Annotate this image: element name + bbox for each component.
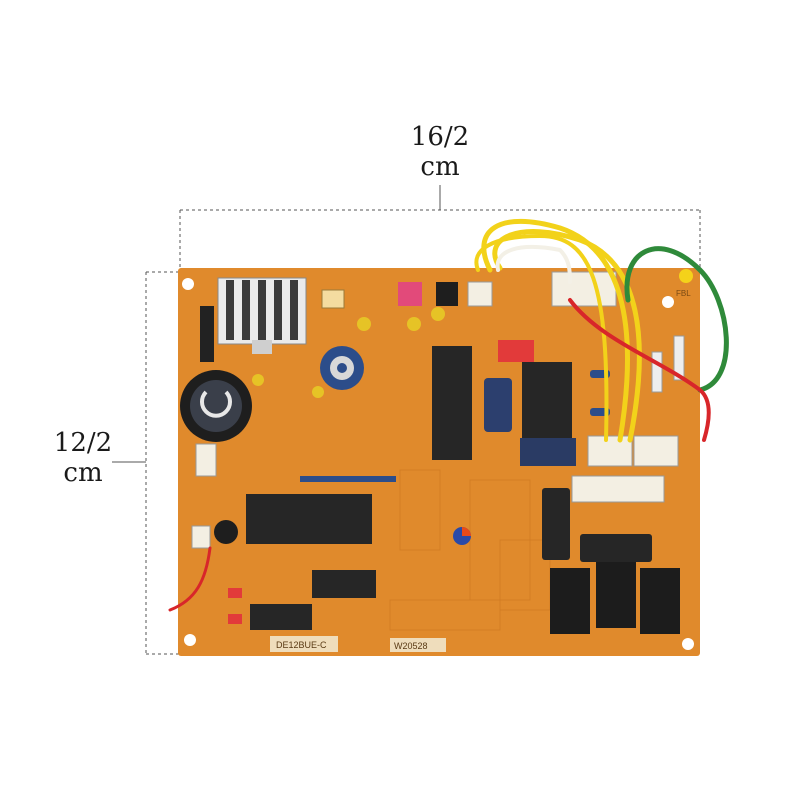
fuse: [673, 335, 685, 381]
small-capacitor: [214, 520, 238, 544]
height-dimension-line: [145, 271, 180, 655]
connector-black: [436, 282, 458, 306]
width-value: 16/2: [410, 122, 470, 152]
heat-sink: [217, 277, 307, 354]
connector-red: [498, 340, 534, 362]
width-dimension-label: 16/2 cm: [380, 122, 500, 182]
yellow-capacitor: [431, 307, 445, 321]
silk-label-box-left: [270, 636, 338, 652]
logo-icon: [453, 527, 471, 545]
mounting-hole: [682, 638, 694, 650]
relay: [640, 568, 680, 634]
connector-white-small: [467, 281, 493, 307]
height-value: 12/2: [53, 428, 113, 458]
relay: [596, 562, 636, 628]
height-unit: cm: [63, 458, 103, 488]
connector-white-bottom-left: [191, 525, 211, 549]
black-component-2: [580, 534, 652, 562]
silk-label-box-right: [390, 638, 446, 652]
voltage-regulator: [200, 306, 214, 362]
mounting-hole: [662, 296, 674, 308]
blue-capacitor: [320, 346, 364, 390]
corner-mark: FBL: [676, 289, 691, 298]
wire-bundle: [168, 218, 729, 612]
silk-label-left: DE12BUE-C: [276, 640, 327, 650]
black-component: [542, 488, 570, 560]
connector-long-white: [571, 475, 665, 503]
red-component: [228, 588, 242, 598]
yellow-capacitor: [357, 317, 371, 331]
blue-strip: [300, 476, 396, 482]
dip-ic-bottom: [250, 604, 312, 630]
dip-ic-small: [312, 570, 376, 598]
red-component: [228, 614, 242, 624]
connector-white-right: [587, 435, 633, 467]
yellow-capacitor: [252, 374, 264, 386]
connector-white-right-2: [633, 435, 679, 467]
yellow-capacitor: [312, 386, 324, 398]
width-dimension-line: [179, 209, 701, 270]
mounting-hole: [184, 634, 196, 646]
transformer: [522, 362, 572, 438]
connector-pink: [398, 282, 422, 306]
transformer-base: [520, 438, 576, 466]
yellow-dot: [679, 269, 693, 283]
relay: [550, 568, 590, 634]
electrolytic-capacitor: [180, 370, 252, 442]
yellow-capacitor: [407, 317, 421, 331]
dip-ic-large: [246, 494, 372, 544]
width-unit: cm: [420, 152, 460, 182]
silk-label-right: W20528: [394, 641, 428, 651]
fuse: [651, 351, 663, 393]
connector-white-top: [551, 271, 617, 307]
connector-cream: [321, 289, 345, 309]
height-dimension-label: 12/2 cm: [28, 428, 138, 488]
mounting-hole: [182, 278, 194, 290]
power-ic: [432, 346, 472, 460]
blue-component: [484, 378, 512, 432]
connector-white-left: [195, 443, 217, 477]
